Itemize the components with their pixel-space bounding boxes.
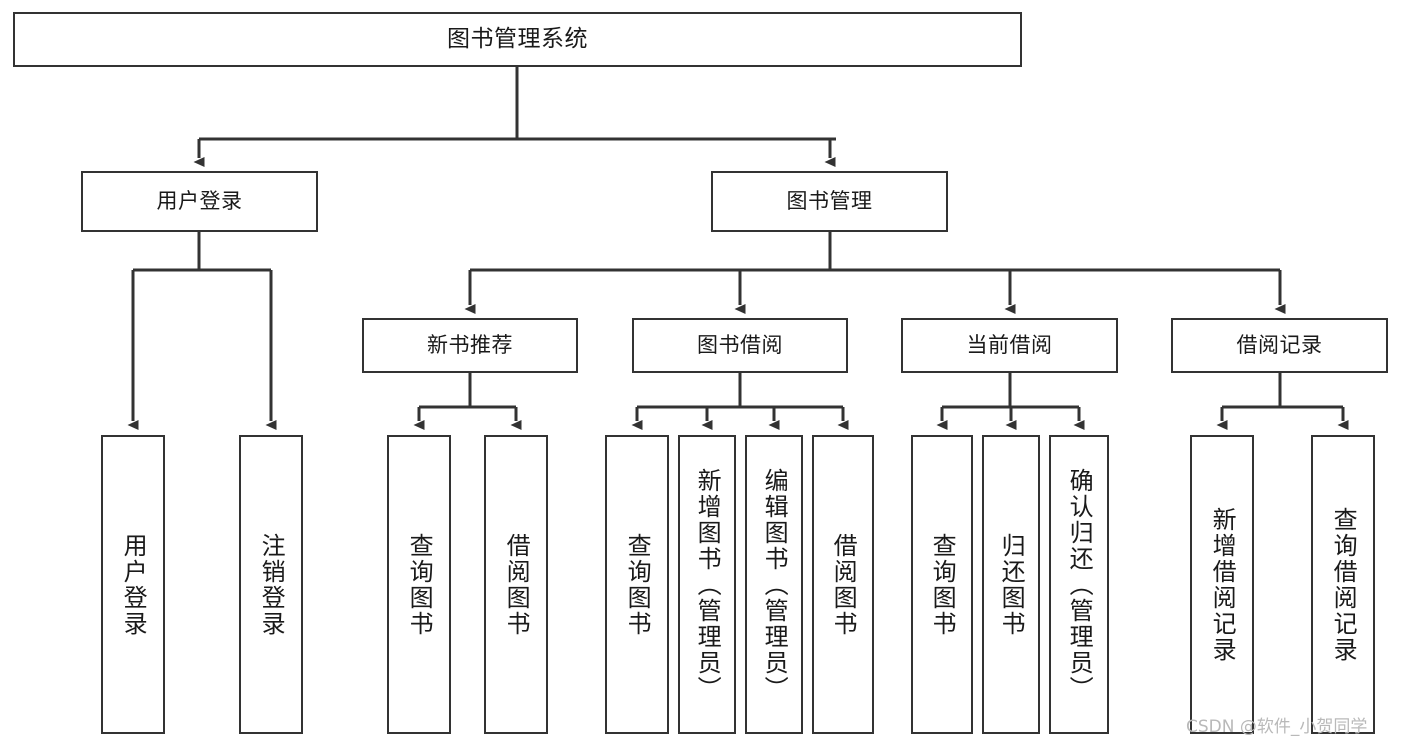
node-label: 编辑图书（管理员）: [760, 467, 789, 702]
leaf-query-book-borrow[interactable]: 查询图书: [605, 435, 669, 734]
leaf-user-login[interactable]: 用户登录: [101, 435, 165, 734]
leaf-borrow-book-recommend[interactable]: 借阅图书: [484, 435, 548, 734]
node-label: 借阅图书: [829, 532, 858, 637]
node-new-book-recommend[interactable]: 新书推荐: [362, 318, 578, 373]
leaf-query-borrow-record[interactable]: 查询借阅记录: [1311, 435, 1375, 734]
node-root-system[interactable]: 图书管理系统: [13, 12, 1022, 67]
node-label: 当前借阅: [966, 333, 1053, 358]
leaf-query-book-current[interactable]: 查询图书: [911, 435, 973, 734]
leaf-add-book-admin[interactable]: 新增图书（管理员）: [678, 435, 736, 734]
node-label: 归还图书: [997, 532, 1026, 637]
node-label: 查询图书: [623, 532, 652, 637]
node-label: 新书推荐: [427, 333, 513, 358]
leaf-user-logout[interactable]: 注销登录: [239, 435, 303, 734]
node-label: 图书管理系统: [447, 26, 588, 53]
leaf-return-book[interactable]: 归还图书: [982, 435, 1040, 734]
node-label: 图书借阅: [697, 333, 783, 358]
node-label: 查询借阅记录: [1329, 506, 1358, 663]
node-book-borrow[interactable]: 图书借阅: [632, 318, 848, 373]
node-label: 借阅记录: [1236, 333, 1323, 358]
watermark-text: CSDN @软件_小贺同学: [1186, 717, 1368, 737]
node-book-management[interactable]: 图书管理: [711, 171, 948, 232]
node-label: 确认归还（管理员）: [1065, 467, 1094, 702]
node-label: 查询图书: [405, 532, 434, 637]
leaf-edit-book-admin[interactable]: 编辑图书（管理员）: [745, 435, 803, 734]
node-label: 用户登录: [119, 532, 148, 637]
node-current-borrow[interactable]: 当前借阅: [901, 318, 1118, 373]
node-label: 图书管理: [786, 189, 873, 214]
node-label: 注销登录: [257, 532, 286, 637]
leaf-query-book-recommend[interactable]: 查询图书: [387, 435, 451, 734]
node-label: 借阅图书: [502, 532, 531, 637]
leaf-borrow-book[interactable]: 借阅图书: [812, 435, 874, 734]
node-borrow-records[interactable]: 借阅记录: [1171, 318, 1388, 373]
leaf-confirm-return-admin[interactable]: 确认归还（管理员）: [1049, 435, 1109, 734]
node-label: 新增图书（管理员）: [693, 467, 722, 702]
leaf-add-borrow-record[interactable]: 新增借阅记录: [1190, 435, 1254, 734]
node-label: 用户登录: [156, 189, 243, 214]
node-label: 查询图书: [928, 532, 957, 637]
node-label: 新增借阅记录: [1208, 506, 1237, 663]
node-user-login[interactable]: 用户登录: [81, 171, 318, 232]
